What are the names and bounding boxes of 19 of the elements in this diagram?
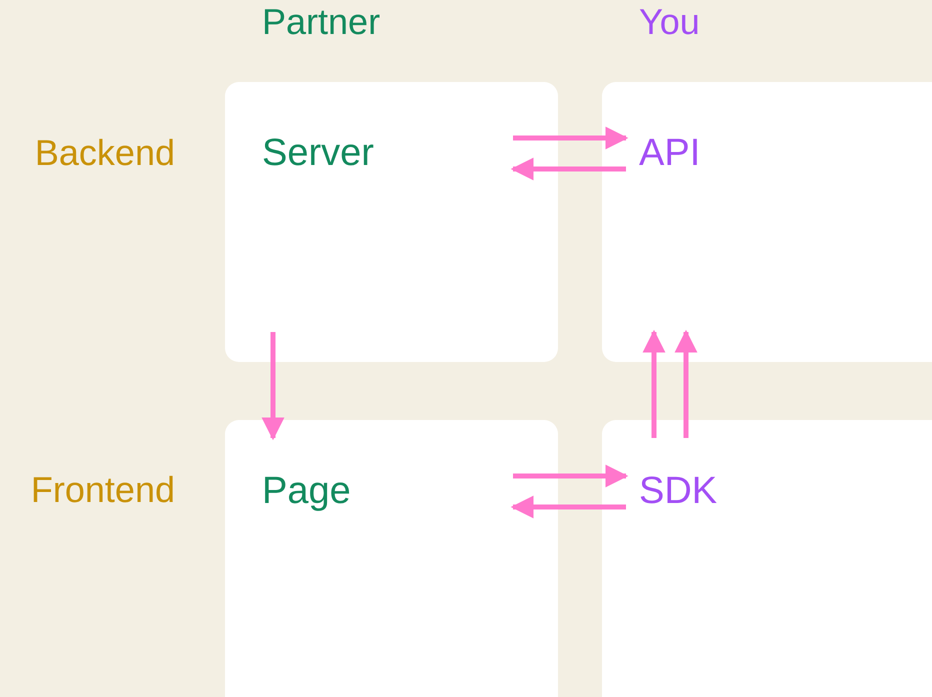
- arrow: [513, 464, 628, 488]
- arrow: [642, 330, 666, 438]
- arrow: [674, 330, 698, 438]
- box: [602, 420, 932, 697]
- box: [225, 82, 558, 362]
- axis-label: Frontend: [30, 472, 175, 508]
- box: [225, 420, 558, 697]
- node-label: API: [639, 134, 700, 172]
- arrow: [262, 332, 284, 440]
- node-label: SDK: [639, 472, 718, 510]
- arrow: [513, 126, 628, 150]
- axis-label: Backend: [34, 135, 175, 171]
- axis-label: Partner: [262, 4, 380, 40]
- node-label: Server: [262, 134, 374, 172]
- arrow: [510, 496, 626, 518]
- box: [602, 82, 932, 362]
- arrow: [510, 158, 626, 180]
- axis-label: You: [639, 4, 700, 40]
- node-label: Page: [262, 472, 351, 510]
